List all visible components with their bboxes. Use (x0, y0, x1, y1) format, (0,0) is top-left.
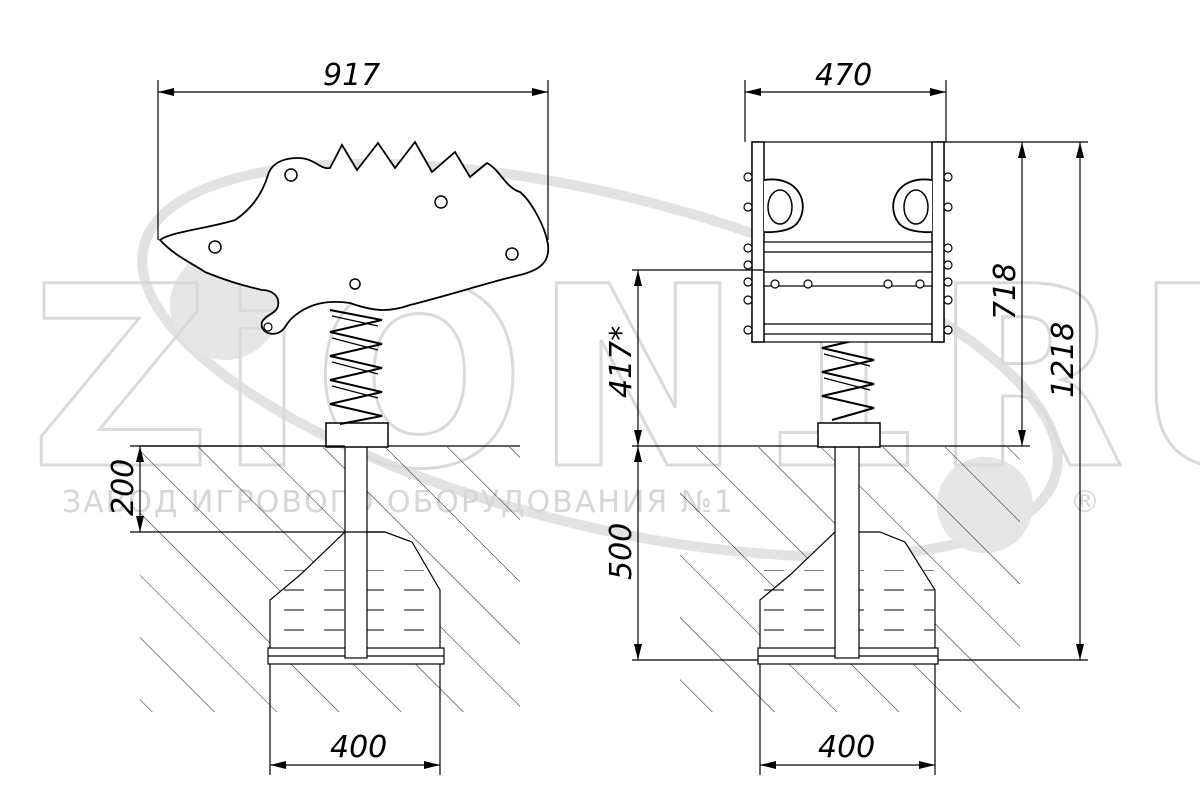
side-dimensions: 470 417* 500 718 1218 400 (604, 58, 1088, 775)
spring-flange-left (325, 422, 389, 448)
front-dimensions: 917 200 400 (106, 58, 549, 775)
post-right (834, 445, 860, 659)
spring-flange-right (817, 422, 881, 448)
front-view (140, 140, 550, 712)
dim-total-height: 1218 (1046, 322, 1081, 398)
post-left (344, 445, 368, 659)
dim-spring-height: 417* (604, 326, 639, 398)
dim-left-depth: 200 (106, 459, 141, 516)
dinosaur-seat (158, 140, 550, 335)
dim-seat-height: 718 (988, 263, 1023, 320)
dim-left-base: 400 (330, 730, 387, 765)
registered-mark: ® (1070, 485, 1102, 520)
side-view (680, 141, 1020, 712)
dim-side-width: 470 (815, 58, 872, 93)
dim-right-base: 400 (818, 730, 875, 765)
spring-left (329, 309, 383, 425)
dim-foundation-depth: 500 (604, 523, 639, 580)
dim-front-width: 917 (323, 58, 380, 93)
